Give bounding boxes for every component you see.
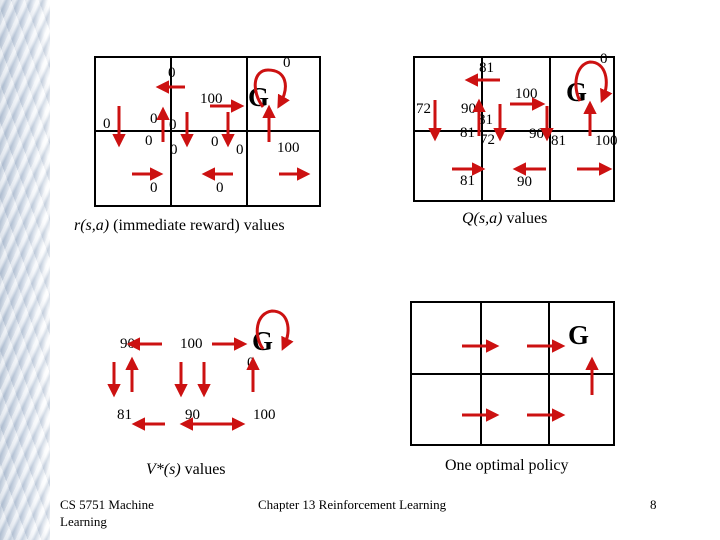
policy-grid [410,301,615,446]
reward-caption: r(s,a) (immediate reward) values [74,217,285,235]
grid-divider [246,58,248,205]
reward-label: 0 [236,142,244,158]
reward-label: 100 [200,91,223,107]
reward-label: 0 [216,180,224,196]
goal-self-loop-arrow [255,309,294,351]
q-value-label: 90 [517,174,532,190]
reward-label: 0 [103,116,111,132]
reward-label: 0 [170,142,178,158]
reward-label: 0 [150,111,158,127]
marble-background-strip [0,0,50,540]
state-value-label: 100 [253,407,276,423]
q-value-caption: Q(s,a) values [462,210,547,228]
goal-self-loop-arrow [253,68,290,109]
reward-label: 0 [145,133,153,149]
q-value-label: 81 [460,125,475,141]
q-value-label: 100 [595,133,618,149]
v-star-caption: V*(s) values [146,461,226,479]
reward-label: 0 [211,134,219,150]
caption-text: values [180,461,226,478]
reward-grid [94,56,321,207]
state-value-label: 100 [180,336,203,352]
grid-divider [481,58,483,200]
reward-label: 0 [168,65,176,81]
page-number: 8 [650,497,657,512]
reward-label: 0 [169,117,177,133]
caption-math: V*(s) [146,461,181,478]
q-value-label: 100 [515,86,538,102]
caption-text: values [502,210,548,227]
grid-divider [480,303,482,444]
q-value-label: 72 [416,101,431,117]
goal-state-label: G [568,320,590,350]
q-value-label: 81 [479,60,494,76]
caption-math: r(s,a) [74,217,110,234]
grid-divider [170,58,172,205]
grid-divider [415,130,613,132]
reward-label: 100 [277,140,300,156]
q-value-label: 81 [478,112,493,128]
reward-label: 0 [283,55,291,71]
q-value-label: 72 [480,132,495,148]
grid-divider [96,130,319,132]
caption-math: Q(s,a) [462,210,503,227]
q-value-label: 81 [551,133,566,149]
reward-label: 0 [150,180,158,196]
caption-text: (immediate reward) values [109,217,285,234]
policy-caption: One optimal policy [445,457,569,474]
state-value-label: 81 [117,407,132,423]
q-value-label: 0 [600,51,608,67]
grid-divider [412,373,613,375]
grid-divider [548,303,550,444]
goal-self-loop-arrow [574,60,613,103]
q-value-label: 81 [460,173,475,189]
course-name: CS 5751 Machine Learning [60,497,154,529]
chapter-title: Chapter 13 Reinforcement Learning [258,497,447,512]
